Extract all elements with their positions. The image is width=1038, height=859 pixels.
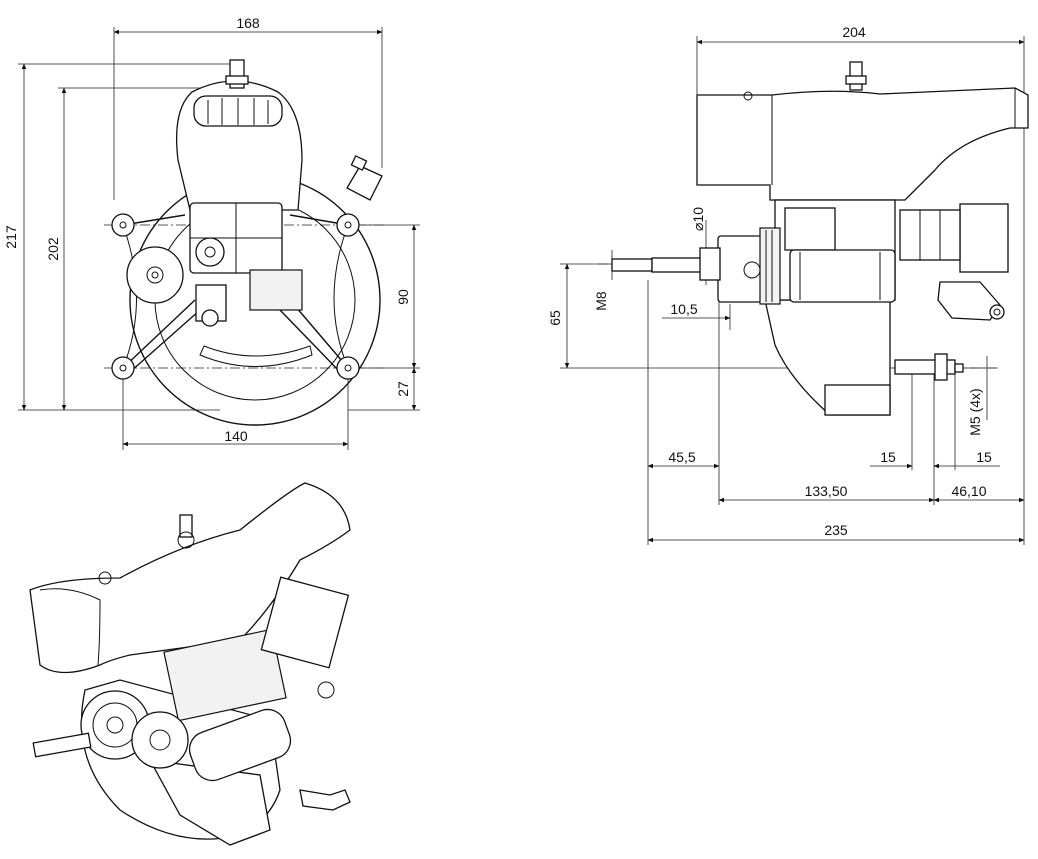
dim-90: 90 <box>395 289 411 305</box>
dim-217: 217 <box>3 225 19 249</box>
mount-holes <box>111 213 360 380</box>
dim-235: 235 <box>824 522 848 538</box>
dim-168: 168 <box>236 15 260 31</box>
pulley-disc <box>717 235 763 303</box>
dim-202: 202 <box>45 237 61 261</box>
dim-diameter-10: ⌀10 <box>690 207 706 231</box>
dim-27: 27 <box>395 381 411 397</box>
dim-15-b: 15 <box>976 449 992 465</box>
output-shaft <box>611 258 653 272</box>
side-view <box>560 36 1029 545</box>
dim-65: 65 <box>547 310 563 326</box>
dim-133-50: 133,50 <box>805 483 848 499</box>
isometric-view <box>29 482 351 846</box>
iso-cylinder <box>163 628 287 722</box>
dimension-labels: 168 217 202 90 27 140 204 ⌀10 M8 10,5 65… <box>3 15 992 538</box>
dim-m5-4x: M5 (4x) <box>967 388 983 435</box>
dim-10-5: 10,5 <box>670 301 697 317</box>
carburetor <box>959 203 1009 273</box>
intake-duct <box>696 87 1029 201</box>
dim-15-a: 15 <box>880 449 896 465</box>
dim-204: 204 <box>842 24 866 40</box>
iso-intake-duct <box>29 482 351 674</box>
dim-m8: M8 <box>593 291 609 311</box>
spark-plug <box>346 165 383 201</box>
choke-lever <box>937 281 1001 321</box>
iso-shaft <box>32 732 92 758</box>
front-view <box>18 27 420 450</box>
iso-starter <box>188 708 292 782</box>
dim-140: 140 <box>224 428 248 444</box>
dim-46-10: 46,10 <box>951 483 986 499</box>
starter-pulley <box>126 246 184 304</box>
dim-45-5: 45,5 <box>668 449 695 465</box>
